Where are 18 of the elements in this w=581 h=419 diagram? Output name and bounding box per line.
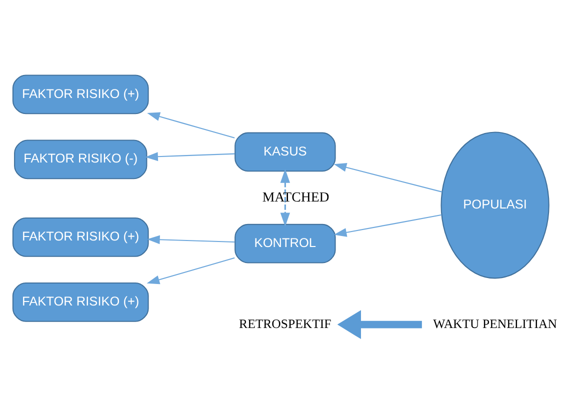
node-box: FAKTOR RISIKO (+): [12, 74, 149, 114]
node-ellipse: POPULASI: [440, 132, 550, 279]
arrow: [145, 152, 235, 162]
node-text: RETROSPEKTIF: [239, 316, 332, 331]
arrow: [334, 163, 442, 192]
arrow: [147, 112, 235, 138]
edge-label: MATCHED: [262, 189, 330, 204]
node-box: FAKTOR RISIKO (+): [12, 282, 149, 322]
node-box: FAKTOR RISIKO (+): [12, 218, 149, 257]
arrow: [280, 168, 290, 227]
node-box: KASUS: [234, 132, 336, 172]
node-box: KONTROL: [234, 224, 336, 264]
node-box: FAKTOR RISIKO (-): [14, 140, 148, 180]
arrow: [147, 235, 235, 244]
arrow: [337, 310, 422, 340]
node-text: WAKTU PENELITIAN: [433, 316, 557, 331]
arrow: [334, 214, 442, 237]
arrow: [146, 257, 235, 284]
